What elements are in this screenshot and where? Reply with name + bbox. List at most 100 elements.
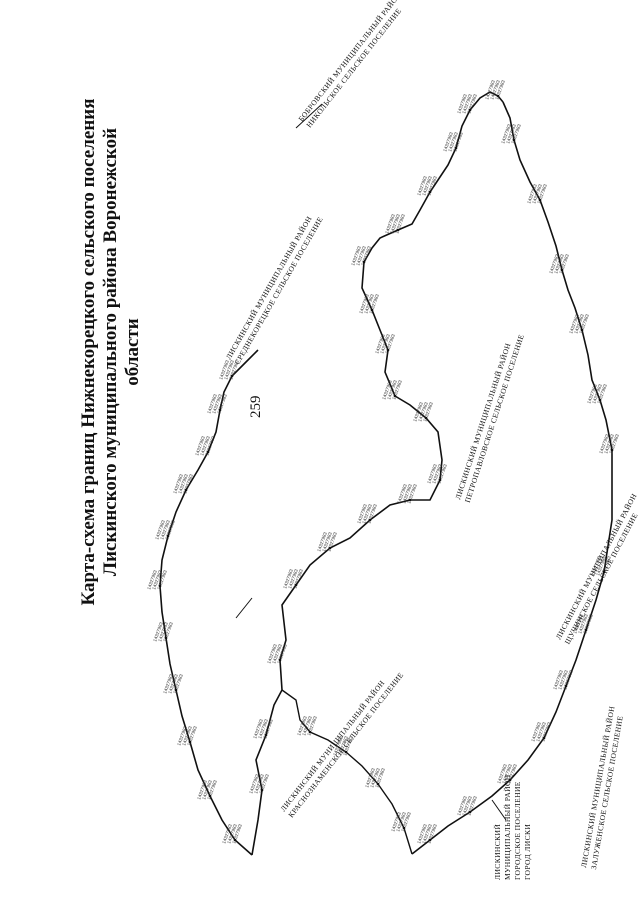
boundary-point-label: 14327983 (194, 435, 206, 456)
boundary-point-label: 14327983 (591, 383, 603, 404)
boundary-point-label: 14327983 (548, 253, 560, 274)
boundary-point-label: 14327983 (540, 721, 552, 742)
boundary-point-label: 14327983 (431, 463, 443, 484)
boundary-point-labels: 1432798314327983143279831432798314327983… (146, 79, 620, 844)
boundary-point-label: 14327983 (159, 519, 171, 540)
boundary-point-label: 14327983 (530, 721, 542, 742)
boundary-point-label: 14327983 (248, 773, 260, 794)
boundary-point-label: 14327983 (162, 673, 174, 694)
boundary-point-marker (328, 546, 332, 550)
boundary-point-label: 14327983 (326, 531, 338, 552)
boundary-point-label: 14327983 (421, 823, 433, 844)
boundary-point-label: 14327983 (586, 383, 598, 404)
boundary-point-label: 14327983 (204, 435, 216, 456)
boundary-point-marker (542, 736, 546, 740)
boundary-point-label: 14327983 (157, 621, 169, 642)
boundary-point-label: 14327983 (226, 823, 238, 844)
boundary-point-label: 14327983 (177, 473, 189, 494)
boundary-point-label: 14327983 (271, 643, 283, 664)
boundary-point-marker (308, 730, 312, 734)
boundary-point-marker (454, 146, 458, 150)
boundary-point-label: 14327983 (262, 718, 274, 739)
boundary-point-marker (496, 94, 500, 98)
boundary-point-marker (468, 108, 472, 112)
boundary-point-marker (428, 838, 432, 842)
boundary-point-marker (230, 374, 234, 378)
boundary-point-label: 14327983 (536, 183, 548, 204)
boundary-point-label: 14327983 (456, 93, 468, 114)
boundary-point-marker (538, 198, 542, 202)
boundary-point-marker (344, 750, 348, 754)
boundary-point-label: 14327983 (600, 555, 612, 576)
boundary-point-label: 14327983 (391, 379, 403, 400)
boundary-point-label: 14327983 (301, 715, 313, 736)
boundary-point-label: 14327983 (484, 79, 496, 100)
srednekor-label-2: СРЕДНЕКОРЕЦКОЕ СЕЛЬСКОЕ ПОСЕЛЕНИЕ (233, 215, 325, 366)
boundary-point-label: 14327983 (416, 175, 428, 196)
boundary-point-label: 14327983 (292, 568, 304, 589)
boundary-point-marker (164, 636, 168, 640)
boundary-point-label: 14327983 (384, 333, 396, 354)
boundary-point-label: 14327983 (535, 721, 547, 742)
boundary-point-label: 14327983 (389, 213, 401, 234)
settlement-boundary-line-south (411, 470, 613, 855)
liski-label-3: ГОРОДСКОЕ ПОСЕЛЕНИЕ (513, 781, 522, 880)
boundary-point-label: 14327983 (360, 245, 372, 266)
boundary-point-marker (508, 778, 512, 782)
boundary-point-label: 14327983 (258, 773, 270, 794)
boundary-point-label: 14327983 (384, 213, 396, 234)
boundary-point-marker (158, 584, 162, 588)
boundary-point-label: 14327983 (496, 763, 508, 784)
boundary-point-label: 14327983 (608, 433, 620, 454)
petropavlovsk-label-1: ЛИСКИНСКИЙ МУНИЦИПАЛЬНЫЙ РАЙОН (453, 342, 512, 501)
boundary-point-label: 14327983 (282, 568, 294, 589)
boundary-point-marker (580, 328, 584, 332)
boundary-point-label: 14327983 (186, 725, 198, 746)
boundary-point-label: 14327983 (603, 433, 615, 454)
boundary-point-marker (468, 810, 472, 814)
boundary-point-marker (184, 488, 188, 492)
boundary-point-label: 14327983 (201, 779, 213, 800)
boundary-point-label: 14327983 (489, 79, 501, 100)
boundary-point-label: 14327983 (531, 183, 543, 204)
boundary-point-marker (218, 408, 222, 412)
boundary-point-label: 14327983 (582, 613, 594, 634)
settlement-boundary-line-east (502, 101, 613, 470)
boundary-point-label: 14327983 (505, 123, 517, 144)
boundary-point-marker (584, 628, 588, 632)
boundary-point-label: 14327983 (426, 175, 438, 196)
boundary-point-marker (438, 478, 442, 482)
boundary-point-label: 14327983 (228, 359, 240, 380)
boundary-point-label: 14327983 (394, 213, 406, 234)
district-divider (235, 597, 253, 619)
boundary-point-label: 14327983 (306, 715, 318, 736)
boundary-point-label: 14327983 (363, 293, 375, 314)
boundary-point-label: 14327983 (156, 569, 168, 590)
boundary-point-label: 14327983 (221, 823, 233, 844)
boundary-point-label: 14327983 (342, 735, 354, 756)
boundary-point-marker (174, 688, 178, 692)
boundary-point-label: 14327983 (558, 253, 570, 274)
boundary-point-label: 14327983 (369, 767, 381, 788)
boundary-point-label: 14327983 (361, 503, 373, 524)
bobrov-label-2: НИКОЛЬСКОЕ СЕЛЬСКОЕ ПОСЕЛЕНИЕ (304, 6, 403, 129)
liski-label-4: ГОРОД ЛИСКИ (523, 824, 532, 880)
boundary-point-label: 14327983 (257, 718, 269, 739)
boundary-point-label: 14327983 (596, 383, 608, 404)
boundary-point-marker (402, 826, 406, 830)
boundary-point-marker (208, 794, 212, 798)
boundary-point-marker (598, 398, 602, 402)
boundary-point-marker (368, 518, 372, 522)
boundary-point-marker (610, 448, 614, 452)
boundary-point-marker (602, 570, 606, 574)
boundary-point-label: 14327983 (552, 669, 564, 690)
petropavlovsk-label-2: ПЕТРОПАВЛОВСКОЕ СЕЛЬСКОЕ ПОСЕЛЕНИЕ (463, 333, 526, 504)
boundary-point-label: 14327983 (181, 725, 193, 746)
liski-label-2: МУНИЦИПАЛЬНЫЙ РАЙОН (503, 774, 512, 880)
boundary-point-label: 14327983 (164, 519, 176, 540)
boundary-point-label: 14327983 (172, 673, 184, 694)
boundary-point-label: 14327983 (287, 568, 299, 589)
boundary-point-label: 14327983 (426, 823, 438, 844)
boundary-point-label: 14327983 (379, 333, 391, 354)
